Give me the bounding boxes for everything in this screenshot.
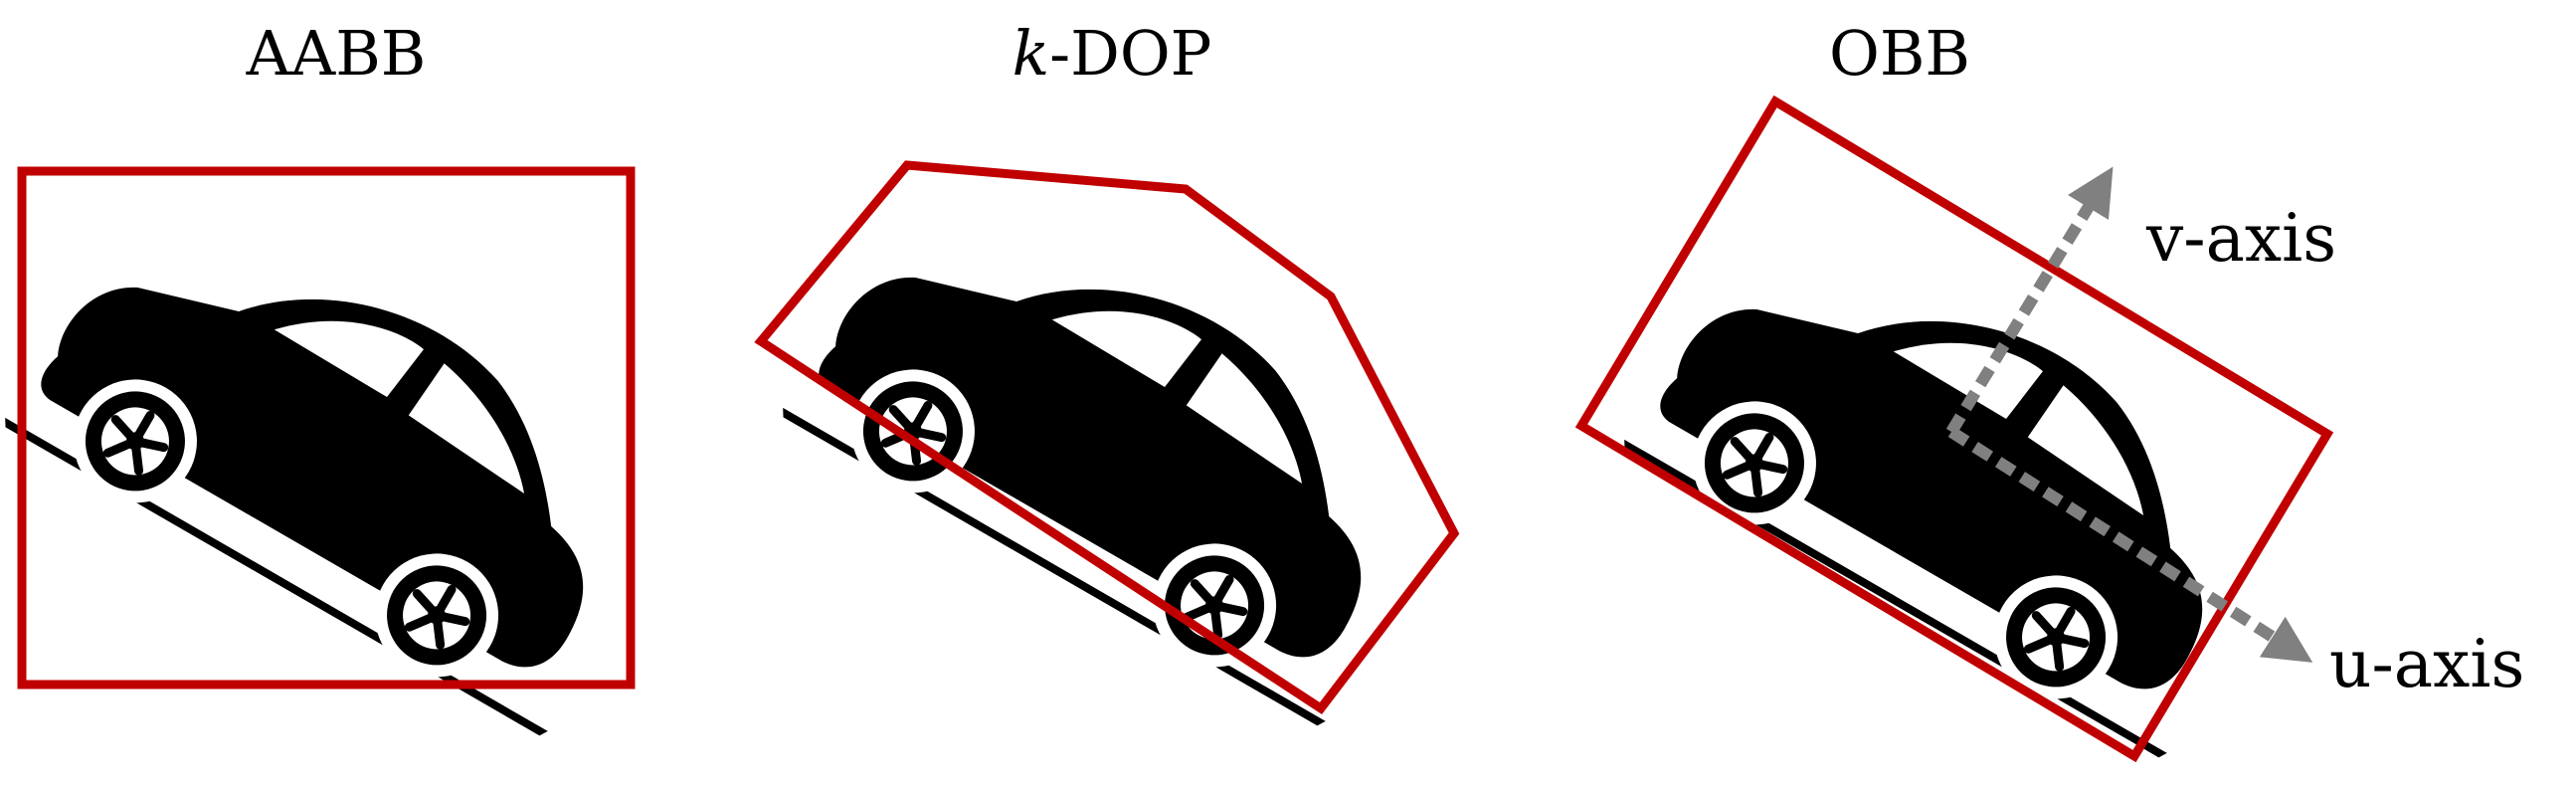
u-axis-label: u-axis [2329, 626, 2524, 702]
panel-title-kdop: k-DOP [1012, 17, 1212, 90]
panel-title-kdop-italic: k [1012, 17, 1050, 90]
panel-title-aabb: AABB [246, 17, 427, 90]
panel-title-obb: OBB [1829, 17, 1970, 90]
aabb-box [17, 166, 636, 690]
car-icon [0, 166, 693, 745]
v-axis-arrow [1945, 166, 2114, 436]
panel-title-kdop-rest: -DOP [1049, 17, 1211, 90]
v-axis-label: v-axis [2145, 200, 2336, 277]
u-axis-arrow [1947, 426, 2313, 663]
obb-box [1574, 95, 2334, 763]
panel-aabb: AABB [0, 17, 693, 746]
panel-kdop: k-DOP [754, 17, 1471, 736]
kdop-polygon [754, 160, 1460, 715]
panel-obb: OBB v-axis u-axis [1574, 17, 2524, 768]
